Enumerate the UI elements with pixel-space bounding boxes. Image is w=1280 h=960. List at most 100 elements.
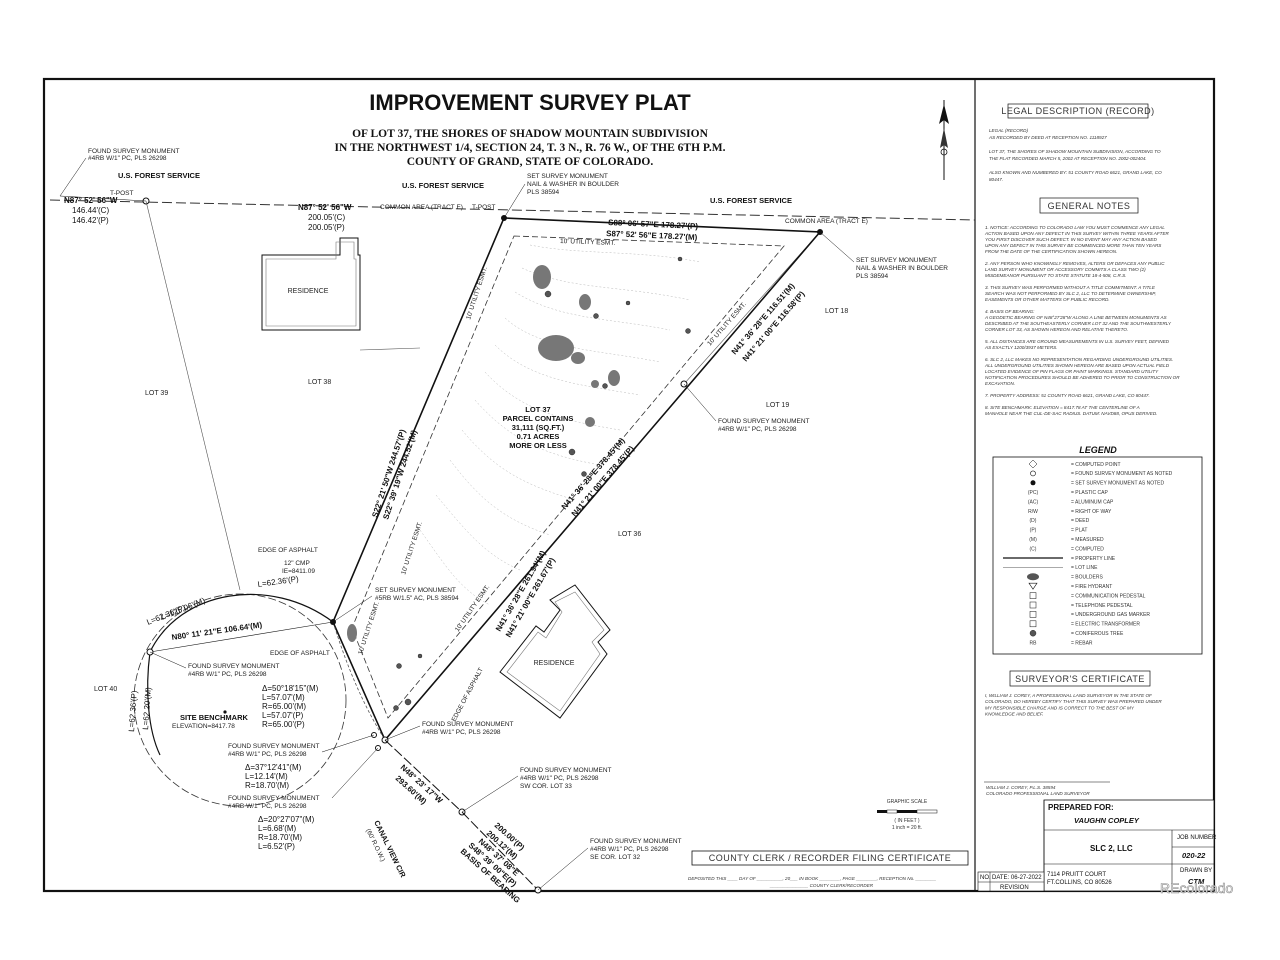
legal-lines-line: ALSO KNOWN AND NUMBERED BY: 51 COUNTY RO… (988, 170, 1162, 175)
legend-label: = DEED (1071, 518, 1090, 524)
lot-18-label: LOT 18 (825, 308, 848, 315)
notes-lines-line: SEARCH WAS NOT PERFORMED BY SLC 2, LLC T… (985, 291, 1156, 296)
esmt-label-1: 10' UTILITY ESMT. (560, 238, 616, 247)
notes-lines-line: 8. SITE BENCHMARK: ELEVATION = 8417.78 A… (985, 405, 1140, 410)
benchmark-elevation: ELEVATION=8417.78 (172, 723, 235, 730)
revision-no: NO. (980, 875, 991, 881)
sw-cor33-2: #4RB W/1" PC, PLS 26298 (520, 775, 599, 782)
legend-symbol-icon (1030, 470, 1036, 477)
residence-lot38 (261, 237, 361, 331)
revision-date: DATE: 06-27-2022 (992, 875, 1042, 881)
notes-lines-line: ALL UNDERGROUND UTILITIES SHOWN HEREON A… (984, 363, 1170, 368)
notes-lines-line: MISDEMEANOR PURSUANT TO STATE STATUTE 18… (985, 273, 1127, 278)
notes-lines-line: 1. NOTICE: ACCORDING TO COLORADO LAW YOU… (985, 225, 1165, 230)
legend-label: = FOUND SURVEY MONUMENT AS NOTED (1071, 471, 1173, 477)
coniferous-trees (393, 256, 691, 711)
lot-19-label: LOT 19 (766, 402, 789, 409)
asphalt-label-2: EDGE OF ASPHALT (270, 650, 330, 657)
plat-subtitle-2: IN THE NORTHWEST 1/4, SECTION 24, T. 3 N… (334, 142, 725, 154)
lot-line-38-39 (145, 200, 241, 591)
legend-label: = ALUMINUM CAP (1071, 499, 1114, 505)
forest-service-label-3: U.S. FOREST SERVICE (710, 196, 792, 205)
signature-name: WILLIAM J. COREY, P.L.S. 38594 (986, 785, 1056, 790)
title-block (977, 799, 1215, 892)
s-found-monument-1: FOUND SURVEY MONUMENT (422, 721, 514, 728)
sw-cor33-3: SW COR. LOT 33 (520, 783, 572, 790)
job-label: JOB NUMBER (1177, 835, 1217, 841)
legend-symbol-icon (1029, 620, 1037, 628)
c1-length-m: L=57.07'(M) (262, 693, 305, 702)
c1-length-p: L=57.07'(P) (262, 711, 304, 720)
legal-lines-line: AS RECORDED BY DEED AT RECEPTION NO. 111… (988, 135, 1107, 140)
residence-label-1: RESIDENCE (288, 288, 329, 295)
se-cor32-1: FOUND SURVEY MONUMENT (590, 838, 682, 845)
sw-cor33-1: FOUND SURVEY MONUMENT (520, 767, 612, 774)
parcel-lot-37: LOT 37 (525, 405, 550, 414)
legend-label: = SET SURVEY MONUMENT AS NOTED (1071, 481, 1165, 487)
notes-lines-line: 5. ALL DISTANCES ARE GROUND MEASUREMENTS… (985, 339, 1170, 344)
notes-lines-line: A GEODETIC BEARING OF N48°27'28"W ALONG … (984, 315, 1168, 320)
forest-service-label-2: U.S. FOREST SERVICE (402, 181, 484, 190)
t-post-label-1: T-POST (110, 190, 134, 197)
notes-lines-line: FROM THE DATE OF THE CERTIFICATION SHOWN… (985, 249, 1117, 254)
notes-lines-line: YOU FIRST DISCOVER SUCH DEFECT. IN NO EV… (985, 237, 1157, 242)
forest-service-label-1: U.S. FOREST SERVICE (118, 171, 200, 180)
e-found-monument-1: FOUND SURVEY MONUMENT (718, 418, 810, 425)
cert-lines-line: COLORADO, DO HEREBY CERTIFY THAT THIS SU… (985, 699, 1162, 704)
nw-found-monument-2: #4RB W/1" PC, PLS 26298 (88, 155, 167, 162)
notes-lines-line: AS EXACTLY 1200/3937 METERS. (984, 345, 1058, 350)
legal-lines-line: LEGAL (RECORD) (989, 128, 1028, 133)
c1-delta: Δ=50°18'15"(M) (262, 684, 319, 693)
legend-label: = ELECTRIC TRANSFORMER (1071, 622, 1140, 628)
scale-title: GRAPHIC SCALE (887, 799, 928, 805)
parcel-contains: PARCEL CONTAINS (503, 414, 574, 423)
clerk-header-box (691, 850, 969, 866)
revision-label: REVISION (1000, 885, 1029, 891)
cul-de-sac (133, 593, 347, 807)
notes-lines-line: CORNER LOT 33, AS SHOWN HEREON AND RELAT… (985, 327, 1128, 332)
plat-subtitle-3: COUNTY OF GRAND, STATE OF COLORADO. (407, 156, 654, 168)
firm-address-2: FT.COLLINS, CO 80526 (1047, 880, 1112, 886)
asphalt-label-1: EDGE OF ASPHALT (258, 547, 318, 554)
notes-lines-line: EXCAVATION. (985, 381, 1015, 386)
legal-header-box (1007, 103, 1149, 119)
legend-code: (C) (1030, 546, 1037, 552)
cert-lines-line: MY RESPONSIBLE CHARGE AND IS CORRECT TO … (985, 705, 1135, 710)
cert-header: SURVEYOR'S CERTIFICATE (1015, 674, 1145, 684)
lot-line-38 (359, 347, 421, 351)
ne-bearing-p: S88° 06' 57"E 178.27'(P) (608, 218, 699, 231)
c3-delta: Δ=20°27'07"(M) (258, 815, 315, 824)
legal-lines-line: LOT 37, THE SHORES OF SHADOW MOUNTAIN SU… (989, 149, 1161, 154)
legal-lines-line: 80447. (989, 177, 1003, 182)
ne-set-monument-1: SET SURVEY MONUMENT (856, 257, 937, 264)
legend-label: = LOT LINE (1071, 565, 1098, 571)
clerk-text-2: _______________ COUNTY CLERK/RECORDER (769, 883, 874, 888)
legend-label: = COMPUTED (1071, 546, 1104, 552)
cert-text: I, WILLIAM J. COREY, A PROFESSIONAL LAND… (985, 693, 1162, 717)
cul-de-sac-curb (149, 593, 334, 653)
legend-code: (AC) (1028, 499, 1039, 505)
legend-symbol-icon (1028, 582, 1038, 590)
c2-radius: R=18.70'(M) (245, 781, 289, 790)
notes-header-box (1039, 197, 1139, 214)
legend-code: RB (1030, 640, 1038, 646)
parcel-sqft: 31,111 (SQ.FT.) (512, 423, 565, 432)
sheet-border (42, 77, 1216, 893)
w-found-monument-2: #4RB W/1" PC, PLS 26298 (188, 671, 267, 678)
nw-bearing: N87° 52' 56"W (64, 196, 118, 205)
cert-lines-line: I, WILLIAM J. COREY, A PROFESSIONAL LAND… (985, 693, 1153, 698)
legend-symbol-icon (1030, 480, 1036, 486)
firm-address-1: 7114 PRUITT COURT (1047, 872, 1106, 878)
curve-found2-1: FOUND SURVEY MONUMENT (228, 795, 320, 802)
nw-distance-c: 146.44'(C) (72, 206, 109, 215)
notes-lines-line: 2. ANY PERSON WHO KNOWINGLY REMOVES, ALT… (984, 261, 1165, 266)
legend-label: = BOULDERS (1071, 575, 1103, 581)
legend-label: = UNDERGROUND GAS MARKER (1071, 612, 1150, 618)
legend-symbol-icon (1028, 459, 1038, 469)
ne-set-monument-3: PLS 38594 (856, 273, 889, 280)
se-cor32-2: #4RB W/1" PC, PLS 26298 (590, 846, 669, 853)
legend-code: (M) (1029, 537, 1037, 543)
s-found-monument-2: #4RB W/1" PC, PLS 26298 (422, 729, 501, 736)
residence-label-2: RESIDENCE (534, 660, 575, 667)
